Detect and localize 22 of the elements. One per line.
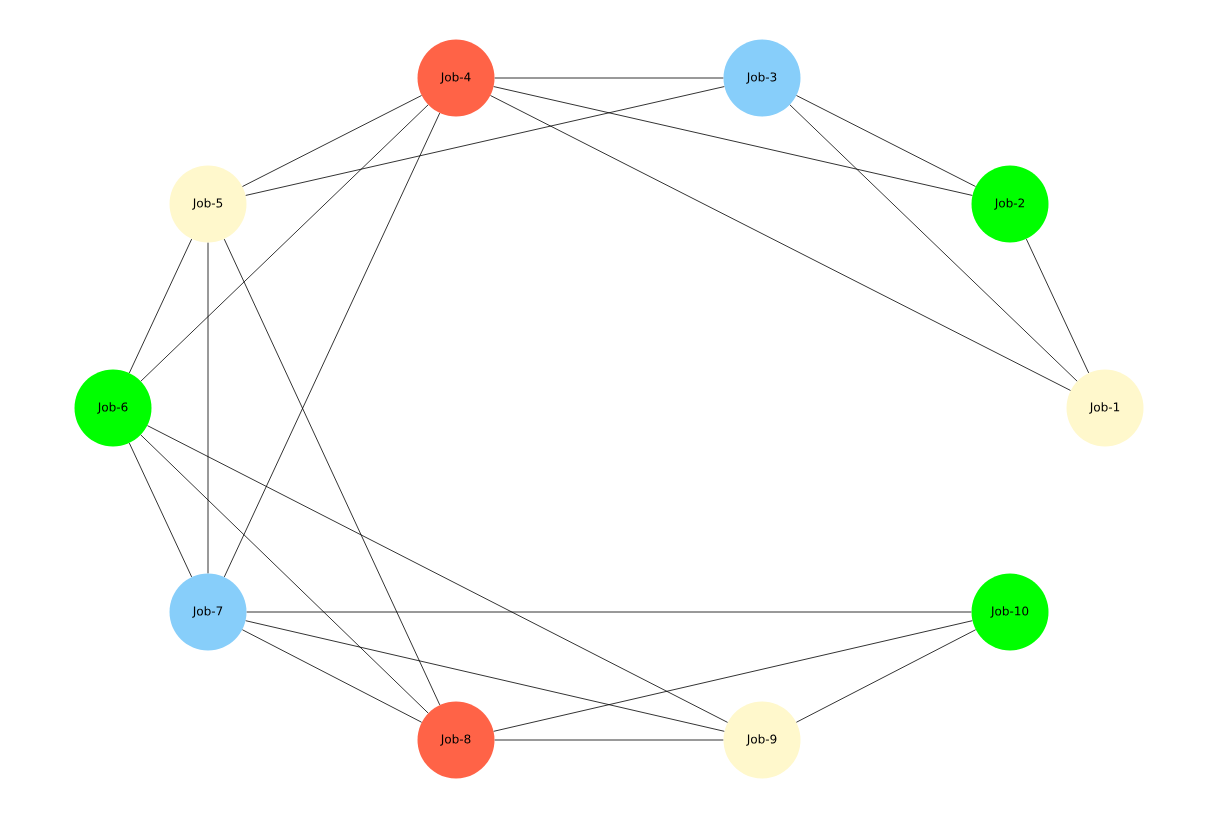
edge-line — [796, 95, 976, 187]
edge-line — [207, 242, 209, 574]
edge-line — [494, 739, 724, 741]
edge-line — [242, 95, 422, 187]
edge-line — [1025, 238, 1090, 374]
edge-line — [223, 238, 441, 706]
edge-line — [494, 77, 724, 79]
edge-line — [789, 104, 1078, 382]
edge-line — [796, 629, 977, 723]
edge-line — [245, 620, 725, 732]
edge-line — [140, 104, 429, 382]
edge-line — [246, 611, 972, 613]
edge-line — [147, 425, 728, 723]
edge-line — [223, 112, 441, 578]
edge-line — [245, 86, 725, 196]
edge-line — [242, 629, 422, 723]
edge-line — [128, 442, 193, 578]
edge-line — [493, 86, 973, 196]
edge-line — [128, 238, 193, 374]
edge-line — [493, 620, 973, 732]
edge-line — [140, 434, 429, 714]
edge-line — [490, 95, 1071, 391]
